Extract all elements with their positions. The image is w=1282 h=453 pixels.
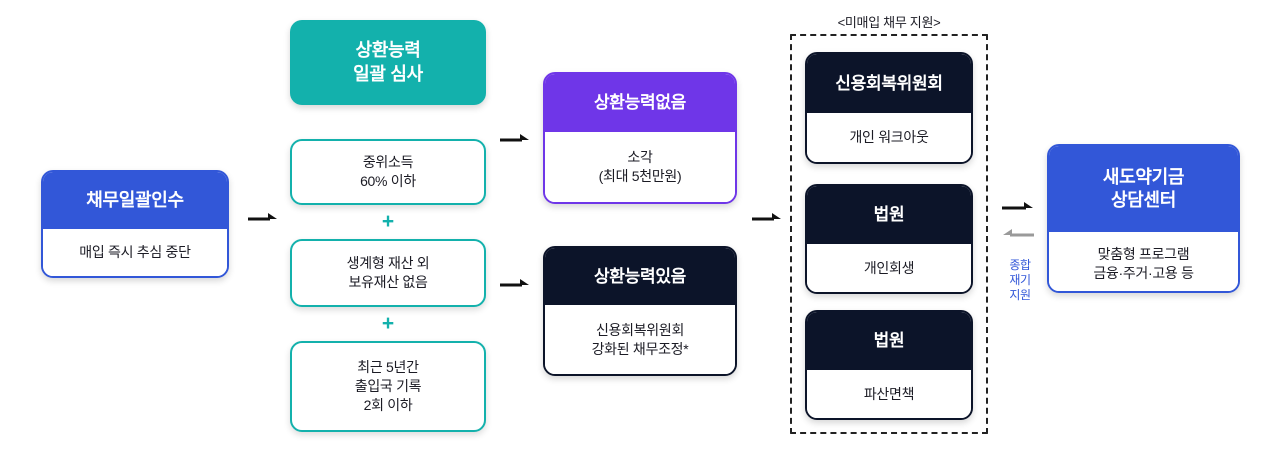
dashed-group-unpurchased-debt-support [790, 34, 988, 434]
card-body-has-repayment-capacity: 신용회복위원회 강화된 채무조정* [545, 305, 735, 374]
review-heading-line1: 상환능력 [355, 40, 421, 61]
arrow-right-icon-3 [500, 277, 530, 291]
criteria-text-1: 중위소득 60% 이하 [360, 153, 416, 189]
card-body-personal-workout: 개인 워크아웃 [807, 113, 971, 162]
plus-symbol-2: + [381, 311, 395, 335]
card-body-new-leap-fund: 맞춤형 프로그램 금융·주거·고용 등 [1049, 232, 1238, 291]
criteria-text-3: 최근 5년간 출입국 기록 2회 이하 [354, 358, 422, 414]
card-no-repayment-capacity: 상환능력없음 소각 (최대 5천만원) [543, 72, 737, 204]
card-new-leap-fund-counseling-center: 새도약기금 상담센터 맞춤형 프로그램 금융·주거·고용 등 [1047, 144, 1240, 293]
arrow-left-icon-6 [1002, 228, 1034, 242]
criteria-text-2: 생계형 재산 외 보유재산 없음 [346, 254, 430, 290]
card-body-debt-bulk-acquisition: 매입 즉시 추심 중단 [43, 229, 227, 276]
card-header-no-repayment-capacity: 상환능력없음 [545, 74, 735, 132]
card-header-credit-counseling-committee: 신용회복위원회 [807, 54, 971, 113]
card-header-court-bankruptcy: 법원 [807, 312, 971, 370]
plus-connector-1: + [377, 208, 399, 234]
arrow-right-icon-2 [500, 132, 530, 146]
card-body-bankruptcy-discharge: 파산면책 [807, 370, 971, 418]
card-header-debt-bulk-acquisition: 채무일괄인수 [43, 172, 227, 229]
arrow-right-icon-4 [752, 211, 782, 225]
card-body-personal-rehabilitation: 개인회생 [807, 244, 971, 292]
card-court-rehabilitation: 법원 개인회생 [805, 184, 973, 294]
card-header-new-leap-fund: 새도약기금 상담센터 [1049, 146, 1238, 232]
arrow-right-icon-5 [1002, 200, 1034, 214]
side-caption-comprehensive-restart-support: 종합 재기 지원 [1009, 258, 1031, 302]
card-header-has-repayment-capacity: 상환능력있음 [545, 248, 735, 305]
card-has-repayment-capacity: 상환능력있음 신용회복위원회 강화된 채무조정* [543, 246, 737, 376]
card-credit-counseling-committee: 신용회복위원회 개인 워크아웃 [805, 52, 973, 164]
criteria-box-no-assets: 생계형 재산 외 보유재산 없음 [290, 239, 486, 307]
plus-symbol-1: + [381, 209, 395, 233]
arrow-right-icon-1 [248, 211, 278, 225]
group-label-unpurchased-debt-support: <미매입 채무 지원> [837, 15, 941, 30]
criteria-box-travel-record: 최근 5년간 출입국 기록 2회 이하 [290, 341, 486, 432]
review-heading-line2: 일괄 심사 [353, 63, 423, 84]
criteria-box-median-income: 중위소득 60% 이하 [290, 139, 486, 205]
card-court-bankruptcy: 법원 파산면책 [805, 310, 973, 420]
card-debt-bulk-acquisition: 채무일괄인수 매입 즉시 추심 중단 [41, 170, 229, 278]
card-body-no-repayment-capacity: 소각 (최대 5천만원) [545, 132, 735, 202]
plus-connector-2: + [377, 310, 399, 336]
card-header-court-rehabilitation: 법원 [807, 186, 971, 244]
